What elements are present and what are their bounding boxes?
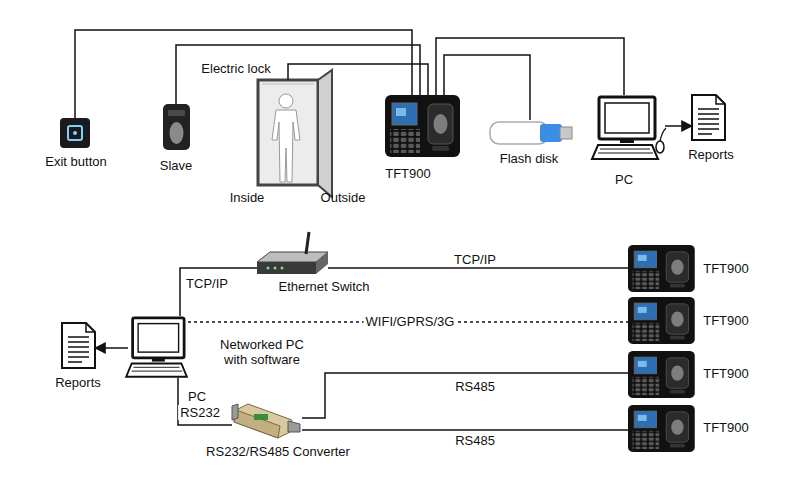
slave-reader-icon	[163, 104, 190, 150]
slave-reader-node: Slave	[163, 104, 190, 150]
report-icon	[62, 323, 95, 368]
ethernet-switch-icon	[257, 232, 328, 274]
converter-icon	[232, 404, 300, 438]
edge-label: WIFI/GPRS/3G	[364, 314, 457, 329]
node-label: Outside	[321, 190, 366, 205]
pc-node: PC	[592, 95, 665, 162]
connector	[178, 378, 232, 425]
door-node: Electric lockInsideOutside	[258, 80, 318, 185]
connector	[302, 373, 628, 418]
node-label: Flash disk	[500, 151, 559, 166]
node-label: Reports	[688, 147, 734, 162]
networked-pc-node: Networked PC with softwarePC	[128, 316, 188, 378]
node-label: Networked PC with software	[207, 337, 317, 367]
tft900-icon	[628, 351, 695, 398]
connector	[302, 429, 628, 431]
ethernet-switch-node: Ethernet Switch	[257, 245, 328, 275]
node-label: TFT900	[703, 261, 749, 276]
node-label: Ethernet Switch	[278, 279, 369, 294]
edge-label: RS232	[178, 405, 222, 420]
flash-disk-node: Flash disk	[490, 120, 572, 146]
connector	[288, 64, 428, 95]
node-label: Slave	[160, 158, 193, 173]
exit-button-node: Exit button	[60, 118, 90, 148]
pc-icon	[592, 97, 658, 159]
edge-label: TCP/IP	[184, 276, 230, 291]
connector	[180, 268, 257, 316]
node-label: TFT900	[703, 366, 749, 381]
connector	[436, 38, 624, 95]
pc-icon	[126, 318, 187, 377]
terminal-node: TFT900	[628, 245, 695, 292]
edge-label: RS485	[453, 379, 497, 394]
terminal-node: TFT900	[628, 351, 695, 398]
exit-button-icon	[60, 118, 90, 148]
flash-disk-icon	[490, 122, 572, 144]
connector	[665, 125, 692, 127]
connector	[328, 267, 628, 269]
connector	[444, 55, 530, 120]
tft900-icon	[628, 405, 695, 452]
connector	[176, 45, 420, 104]
node-label: Inside	[230, 190, 265, 205]
edge-label: TCP/IP	[452, 252, 498, 267]
node-label: Exit button	[45, 154, 106, 169]
edge-label: RS485	[453, 433, 497, 448]
node-label: TFT900	[703, 313, 749, 328]
terminal-node: TFT900	[628, 297, 695, 344]
tft900-icon	[628, 245, 695, 292]
terminal-node: TFT900	[385, 95, 460, 157]
terminal-node: TFT900	[628, 405, 695, 452]
tft900-icon	[628, 297, 695, 344]
report-node: Reports	[62, 323, 95, 368]
node-label: TFT900	[385, 166, 431, 181]
report-node: Reports	[692, 95, 725, 140]
node-label: PC	[188, 389, 206, 404]
node-label: PC	[615, 172, 633, 187]
report-icon	[692, 95, 725, 140]
node-label: TFT900	[703, 420, 749, 435]
node-label: Reports	[55, 375, 101, 390]
node-label: RS232/RS485 Converter	[206, 444, 350, 459]
node-label: Electric lock	[201, 61, 270, 76]
door-illustration	[258, 70, 332, 197]
converter-node: RS232/RS485 Converter	[232, 403, 302, 439]
tft900-icon	[385, 95, 460, 157]
connector	[95, 347, 128, 349]
connector	[75, 30, 412, 118]
